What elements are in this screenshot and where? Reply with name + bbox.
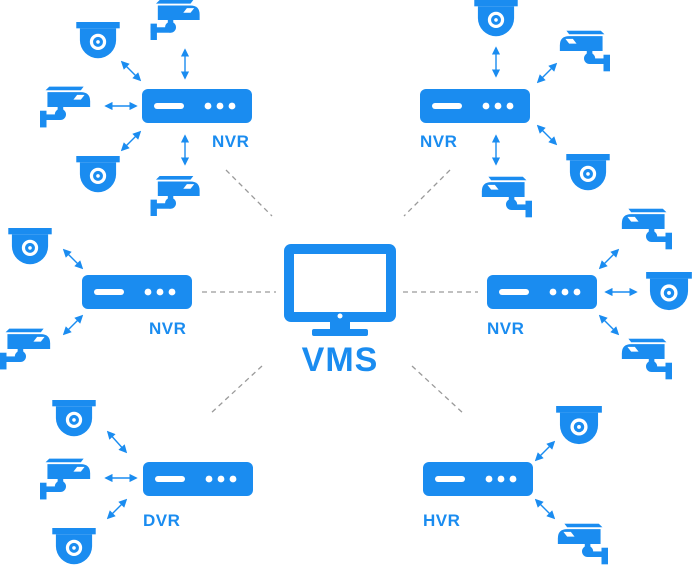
link-arrow — [62, 314, 84, 336]
box-camera-icon — [482, 177, 532, 218]
recorder-label: NVR — [487, 319, 524, 338]
box-camera-icon — [40, 86, 91, 128]
recorder-icon — [143, 462, 253, 496]
box-camera-icon — [558, 524, 608, 565]
link-arrow — [106, 498, 128, 520]
recorder-label: HVR — [423, 511, 460, 530]
box-camera-icon — [150, 176, 200, 216]
dome-camera-icon — [474, 0, 518, 37]
recorder-icon — [142, 89, 252, 123]
recorder-icon — [82, 275, 192, 309]
box-camera-icon — [40, 458, 91, 500]
dome-camera-icon — [8, 228, 52, 265]
dome-camera-icon — [566, 154, 610, 191]
dome-camera-icon — [52, 528, 96, 565]
recorder-icon — [423, 462, 533, 496]
recorder-nvr-top-right: NVR — [420, 0, 610, 217]
vms-links — [202, 169, 478, 415]
link-arrow — [536, 124, 558, 146]
recorder-label: NVR — [212, 132, 249, 151]
recorder-label: DVR — [143, 511, 180, 530]
box-camera-icon — [150, 0, 200, 40]
box-camera-icon — [0, 328, 51, 370]
recorder-icon — [487, 275, 597, 309]
recorder-nvr-mid-right: NVR — [487, 209, 692, 380]
dome-camera-icon — [556, 406, 602, 445]
box-camera-icon — [622, 339, 672, 380]
link-nvr-top-right — [403, 169, 451, 217]
link-arrow — [534, 440, 556, 462]
link-dvr — [209, 365, 263, 415]
dome-camera-icon — [52, 400, 96, 437]
recorder-label: NVR — [149, 319, 186, 338]
link-arrow — [120, 60, 142, 82]
dome-camera-icon — [76, 22, 120, 59]
recorder-dvr: DVR — [40, 400, 253, 565]
link-arrow — [598, 314, 620, 336]
dome-camera-icon — [646, 272, 692, 311]
recorder-nvr-top-left: NVR — [40, 0, 252, 216]
link-arrow — [106, 430, 128, 454]
box-camera-icon — [560, 31, 610, 72]
recorder-nvr-mid-left: NVR — [0, 228, 192, 370]
link-arrow — [534, 498, 556, 520]
box-camera-icon — [622, 209, 672, 250]
link-hvr — [411, 365, 465, 415]
dome-camera-icon — [76, 156, 120, 193]
link-arrow — [598, 248, 620, 270]
link-arrow — [536, 62, 558, 84]
recorder-label: NVR — [420, 132, 457, 151]
monitor-icon — [284, 244, 396, 336]
link-arrow — [62, 248, 84, 270]
vms-node: VMS — [284, 244, 396, 379]
vms-label: VMS — [302, 341, 379, 379]
recorder-icon — [420, 89, 530, 123]
link-arrow — [120, 130, 142, 152]
link-nvr-top-left — [225, 169, 273, 217]
recorder-hvr: HVR — [423, 406, 608, 564]
